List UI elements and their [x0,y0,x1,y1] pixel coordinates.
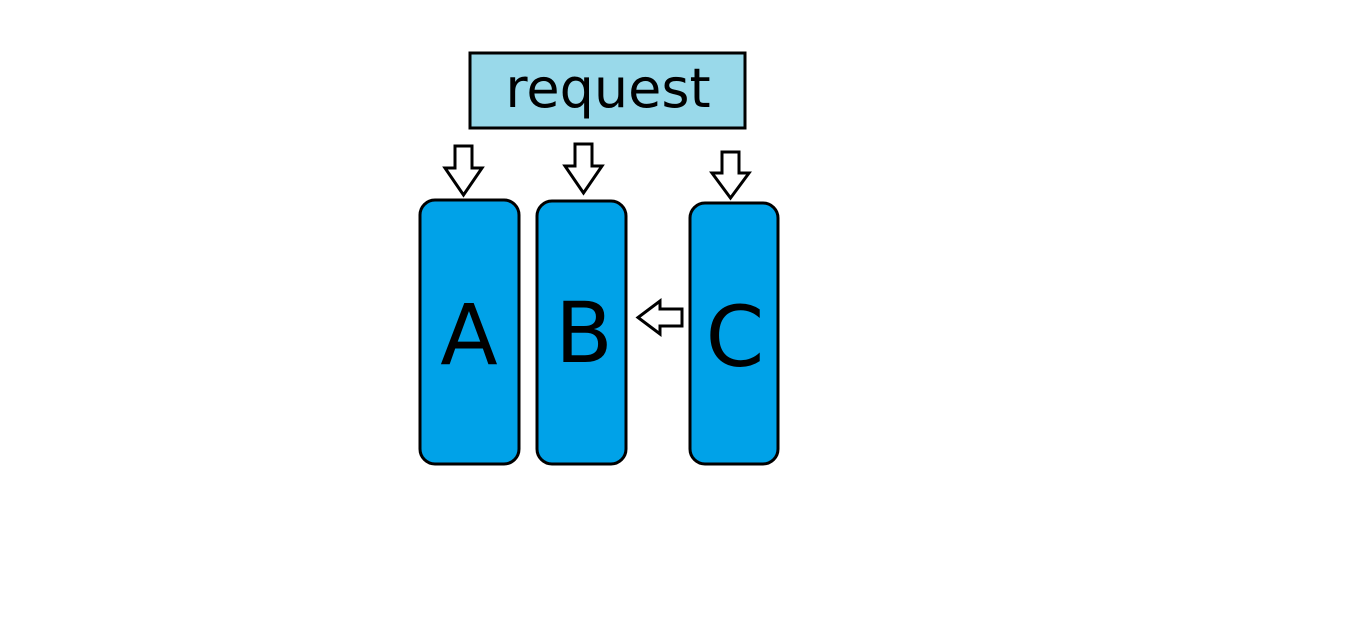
down-arrow-icon [709,150,752,201]
node-c-label: C [706,288,765,386]
node-c-shape [688,201,780,466]
down-arrow-icon [562,142,605,196]
request-box: request [468,51,747,130]
down-arrow-icon [442,144,485,198]
node-b-label: B [555,284,613,382]
node-b-shape [535,199,628,466]
request-box-shape [468,51,747,130]
node-c: C [688,201,780,466]
node-a: A [418,198,521,466]
request-label: request [505,57,710,120]
node-a-shape [418,198,521,466]
left-arrow-icon [635,298,684,337]
node-b: B [535,199,628,466]
node-a-label: A [440,286,497,384]
